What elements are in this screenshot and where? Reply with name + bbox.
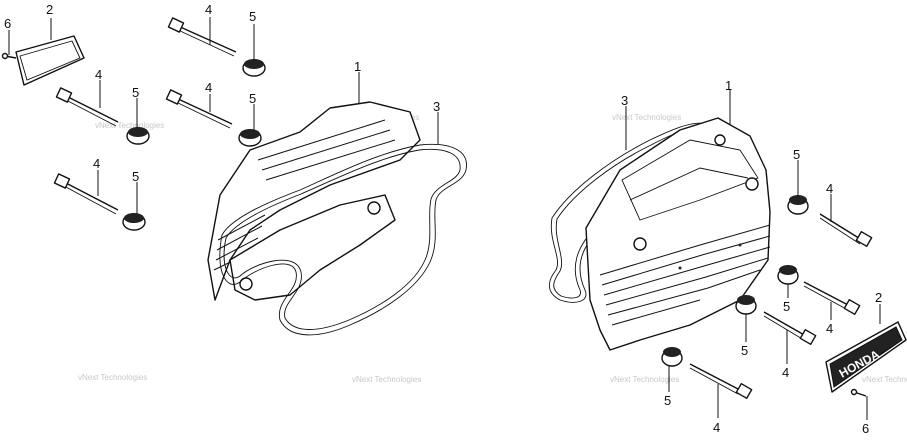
watermark: vNext Technologies — [95, 121, 164, 130]
callout-2: 2 — [875, 290, 882, 305]
watermark: vNext Technologies — [862, 375, 907, 384]
callout-numbers: 2 6 4 5 4 5 4 5 4 5 1 3 3 1 5 4 5 4 5 4 … — [4, 2, 882, 436]
watermark: vNext Technologies — [610, 375, 679, 384]
bolt-right-a — [803, 281, 861, 316]
bolt-right-top — [819, 213, 873, 248]
screw-right — [850, 388, 867, 397]
head-cover-left — [207, 101, 421, 301]
callout-6: 6 — [862, 421, 869, 436]
callout-6: 6 — [4, 16, 11, 31]
callout-4: 4 — [95, 67, 102, 82]
watermarks: vNext Technologies vNext Technologies vN… — [78, 113, 907, 384]
grommet-left-upper — [126, 127, 150, 145]
callout-4: 4 — [826, 321, 833, 336]
bolt-top — [167, 17, 237, 57]
callout-5: 5 — [132, 85, 139, 100]
callout-1: 1 — [725, 78, 732, 93]
watermark: vNext Technologies — [78, 373, 147, 382]
callout-5: 5 — [664, 393, 671, 408]
callout-5: 5 — [793, 147, 800, 162]
callout-4: 4 — [713, 420, 720, 435]
bolt-left-upper — [55, 87, 119, 127]
watermark: vNext Technologies — [612, 113, 681, 122]
screw-left — [1, 52, 17, 60]
leader-lines — [8, 17, 881, 420]
callout-2: 2 — [46, 2, 53, 17]
grommet-right-top — [787, 195, 809, 215]
bolt-middle — [165, 89, 233, 129]
callout-4: 4 — [826, 181, 833, 196]
callout-1: 1 — [354, 59, 361, 74]
grommet-right-b — [735, 295, 757, 315]
callout-3: 3 — [621, 93, 628, 108]
grommet-top — [242, 59, 266, 77]
callout-3: 3 — [433, 99, 440, 114]
callout-4: 4 — [93, 156, 100, 171]
grommet-right-c — [661, 347, 683, 367]
callout-4: 4 — [205, 80, 212, 95]
grommet-left-lower — [122, 213, 146, 231]
bolt-right-c — [689, 363, 753, 400]
grommet-middle — [238, 129, 262, 147]
gasket-left — [219, 143, 467, 336]
callout-5: 5 — [249, 91, 256, 106]
callout-5: 5 — [741, 343, 748, 358]
callout-5: 5 — [249, 9, 256, 24]
bolt-right-b — [763, 311, 817, 346]
callout-5: 5 — [132, 169, 139, 184]
head-cover-right — [585, 117, 771, 351]
bolt-left-lower — [53, 173, 119, 215]
watermark: vNext Technologies — [352, 375, 421, 384]
emblem-plate-left — [15, 35, 85, 86]
grommet-right-a — [777, 265, 799, 285]
callout-4: 4 — [782, 365, 789, 380]
callout-5: 5 — [783, 299, 790, 314]
callout-4: 4 — [205, 2, 212, 17]
